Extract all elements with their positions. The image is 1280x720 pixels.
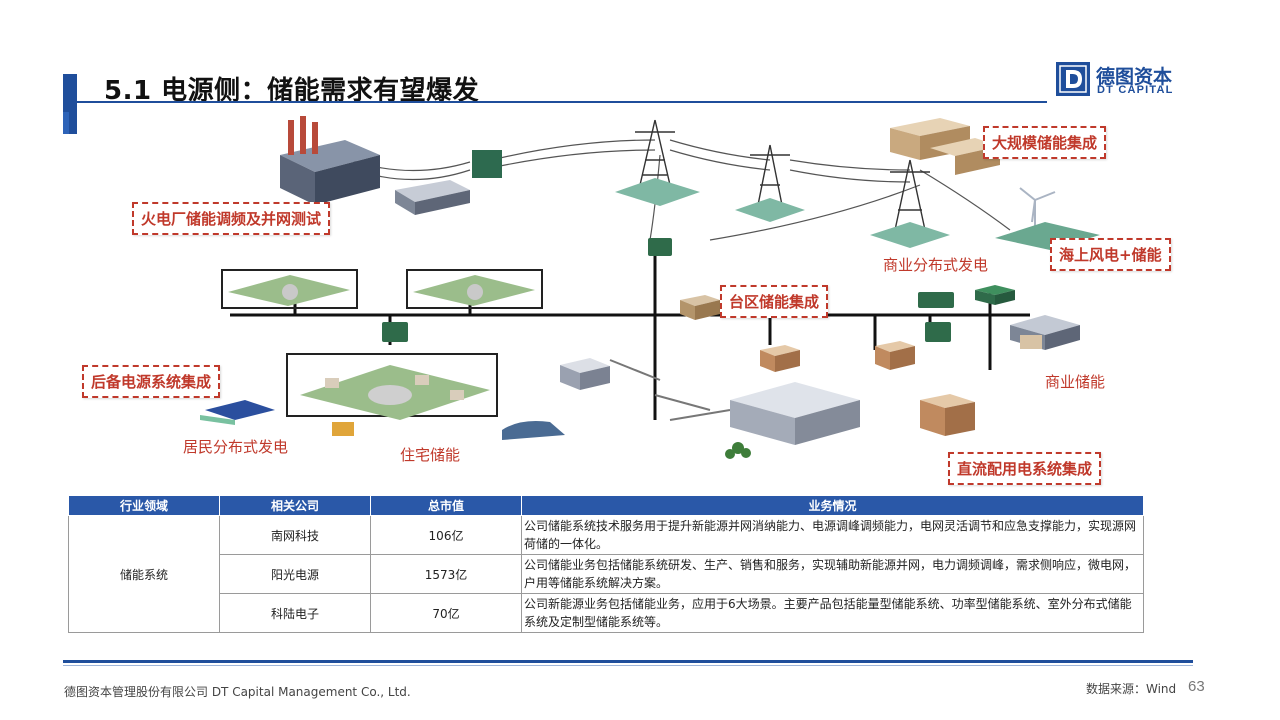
transformer-icons bbox=[382, 238, 954, 342]
label-residential-storage: 住宅储能 bbox=[400, 446, 461, 464]
footer-data-source: 数据来源：Wind bbox=[1086, 682, 1177, 696]
plant-decoration-icon bbox=[725, 442, 751, 459]
energy-storage-scenario-diagram: 火电厂储能调频及并网测试 大规模储能集成 海上风电+储能 台区储能集成 后备电源… bbox=[70, 110, 1190, 490]
logo-text-cn: 德图资本 bbox=[1096, 66, 1173, 88]
title-divider bbox=[77, 101, 1047, 103]
sector-cell: 储能系统 bbox=[68, 515, 220, 633]
grid-illustration bbox=[200, 116, 1100, 459]
callout-backup-power: 后备电源系统集成 bbox=[82, 365, 221, 398]
title-accent-bar-secondary bbox=[63, 112, 69, 134]
business-cell: 公司储能系统技术服务用于提升新能源并网消纳能力、电源调峰调频能力，电网灵活调节和… bbox=[521, 515, 1144, 555]
footer-divider-thin bbox=[63, 665, 1193, 666]
market-cap-cell: 70亿 bbox=[370, 593, 522, 633]
pylon-illustrations bbox=[635, 119, 930, 231]
logo-text-en: DT CAPITAL bbox=[1097, 84, 1174, 96]
footer-divider bbox=[63, 660, 1193, 663]
energy-storage-company-table: 行业领域 相关公司 总市值 业务情况 储能系统 南网科技 106亿 公司储能系统… bbox=[68, 495, 1144, 633]
brand-logo: 德图资本 DT CAPITAL bbox=[1056, 62, 1186, 98]
large-storage-illustration bbox=[890, 118, 1000, 175]
table-row: 科陆电子 70亿 公司新能源业务包括储能业务，应用于6大场景。主要产品包括能量型… bbox=[69, 593, 1144, 633]
solar-panel-icon bbox=[200, 400, 275, 425]
footer-company-name: 德图资本管理股份有限公司 DT Capital Management Co., … bbox=[64, 685, 411, 699]
dt-logo-icon bbox=[1056, 62, 1090, 96]
page-number: 63 bbox=[1188, 678, 1205, 695]
thermal-plant-illustration bbox=[280, 116, 502, 215]
table-row: 储能系统 南网科技 106亿 公司储能系统技术服务用于提升新能源并网消纳能力、电… bbox=[68, 515, 1144, 633]
label-commercial-storage: 商业储能 bbox=[1045, 373, 1106, 391]
company-cell: 科陆电子 bbox=[219, 593, 371, 633]
home-battery-icon bbox=[332, 422, 354, 436]
label-commercial-dg: 商业分布式发电 bbox=[883, 256, 989, 274]
transmission-lines bbox=[349, 139, 1011, 241]
commercial-storage-illustration bbox=[975, 285, 1080, 350]
callout-large-scale-storage: 大规模储能集成 bbox=[983, 126, 1107, 159]
callout-thermal-storage: 火电厂储能调频及并网测试 bbox=[132, 202, 331, 235]
header-company: 相关公司 bbox=[219, 495, 371, 516]
callout-district-storage: 台区储能集成 bbox=[720, 285, 829, 318]
header-business: 业务情况 bbox=[521, 495, 1144, 516]
residential-block-main bbox=[286, 353, 498, 420]
pylon-bases bbox=[615, 178, 950, 248]
table-row: 阳光电源 1573亿 公司储能业务包括储能系统研发、生产、销售和服务，实现辅助新… bbox=[69, 554, 1144, 594]
district-buildings bbox=[560, 295, 975, 436]
car-icon bbox=[502, 421, 565, 440]
secondary-wires bbox=[609, 359, 731, 421]
business-cell: 公司新能源业务包括储能业务，应用于6大场景。主要产品包括能量型储能系统、功率型储… bbox=[521, 593, 1144, 633]
table-header-row: 行业领域 相关公司 总市值 业务情况 bbox=[68, 495, 1144, 516]
residential-block-left bbox=[221, 269, 358, 309]
market-cap-cell: 106亿 bbox=[370, 515, 522, 555]
business-cell: 公司储能业务包括储能系统研发、生产、销售和服务，实现辅助新能源并网，电力调频调峰… bbox=[521, 554, 1144, 594]
header-sector: 行业领域 bbox=[68, 495, 220, 516]
residential-block-right bbox=[406, 269, 543, 309]
factory-illustration bbox=[730, 382, 860, 445]
company-cell: 南网科技 bbox=[219, 515, 371, 555]
company-cell: 阳光电源 bbox=[219, 554, 371, 594]
header-market-cap: 总市值 bbox=[370, 495, 522, 516]
offshore-base bbox=[995, 222, 1100, 250]
callout-offshore-wind-storage: 海上风电+储能 bbox=[1050, 238, 1171, 271]
callout-dc-distribution: 直流配用电系统集成 bbox=[948, 452, 1102, 485]
label-residential-dg: 居民分布式发电 bbox=[183, 438, 289, 456]
market-cap-cell: 1573亿 bbox=[370, 554, 522, 594]
